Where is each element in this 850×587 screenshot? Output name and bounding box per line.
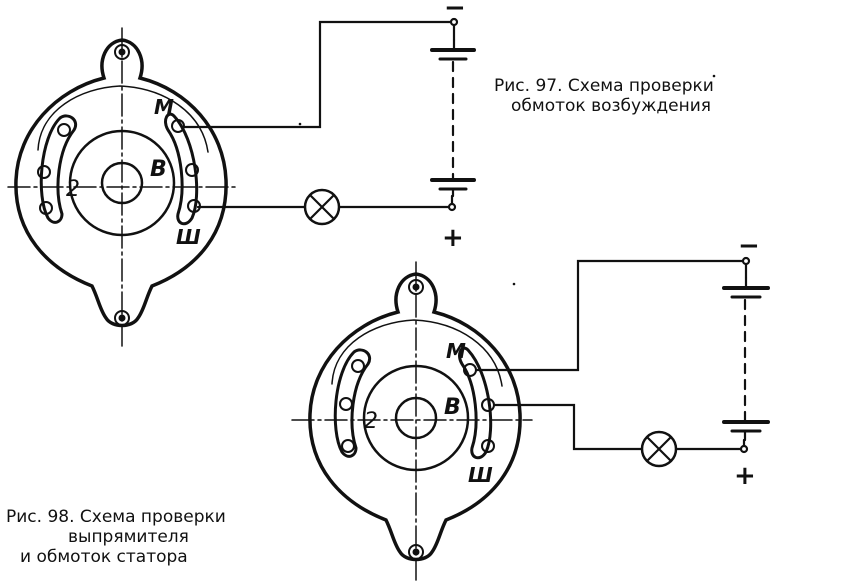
terminal-label-m-98: М [446, 339, 466, 363]
wire-m-to-battery-minus-97 [182, 20, 456, 129]
wiring-98: − + [474, 231, 770, 491]
housing-98 [308, 272, 522, 562]
terminal-minus-97 [449, 17, 459, 27]
polarity-plus-98: + [734, 461, 756, 491]
terminal-plus-98 [739, 444, 749, 454]
terminal-label-sh-97: Ш [176, 225, 201, 249]
mark-2-97: 2 [66, 177, 80, 202]
caption-figure-98: Рис. 98. Схема проверки выпрямителя и об… [6, 507, 276, 567]
print-speck-1 [298, 122, 302, 126]
polarity-minus-98: − [738, 231, 760, 261]
polarity-plus-97: + [442, 223, 464, 253]
terminal-label-v-98: В [444, 395, 461, 420]
stud-left-1-98 [351, 359, 365, 373]
terminal-strip-right-97 [164, 112, 199, 226]
caption-98-line2: выпрямителя [68, 527, 189, 547]
stud-left-3-97 [39, 201, 53, 215]
print-speck-2 [712, 74, 716, 78]
housing-97 [14, 38, 228, 328]
caption-98-line1: Рис. 98. Схема проверки [6, 507, 226, 527]
terminal-label-v-97: В [150, 157, 167, 182]
lamp-cross-b-97 [308, 193, 336, 221]
mark-2-98: 2 [364, 409, 378, 434]
generator-97: М В Ш 2 [7, 27, 237, 347]
terminal-strip-left-98 [333, 348, 371, 458]
lamp-97 [303, 188, 341, 226]
terminal-plus-97 [447, 202, 457, 212]
caption-97-line2: обмоток возбуждения [511, 96, 712, 116]
stud-left-2-98 [339, 397, 353, 411]
wire-m-to-battery-minus-98 [474, 259, 748, 372]
polarity-minus-97: − [444, 0, 466, 23]
wire-lamp-to-battery-plus-98 [674, 438, 746, 451]
housing-inner-rim-97 [37, 85, 209, 153]
wire-lamp-to-battery-plus-97 [338, 194, 454, 209]
stud-b-97 [185, 163, 199, 177]
caption-97-line1: Рис. 97. Схема проверки [494, 76, 714, 96]
housing-inner-rim-98 [331, 319, 503, 387]
stud-left-2-97 [37, 165, 51, 179]
terminal-strip-right-98 [458, 346, 493, 460]
generator-98: М В Ш 2 [291, 261, 533, 581]
wiring-97: − + [182, 0, 476, 253]
stud-left-3-98 [341, 439, 355, 453]
wire-b-to-lamp-98 [492, 403, 644, 451]
terminal-label-sh-98: Ш [468, 463, 493, 487]
lamp-cross-b-98 [645, 435, 673, 463]
stud-sh-98 [481, 439, 495, 453]
caption-figure-97: Рис. 97. Схема проверки обмоток возбужде… [494, 76, 754, 116]
lamp-98 [640, 430, 678, 468]
print-speck-3 [512, 282, 516, 286]
terminal-minus-98 [741, 256, 751, 266]
caption-98-line3: и обмоток статора [20, 547, 188, 567]
stud-left-1-97 [57, 123, 71, 137]
terminal-label-m-97: М [154, 95, 174, 119]
